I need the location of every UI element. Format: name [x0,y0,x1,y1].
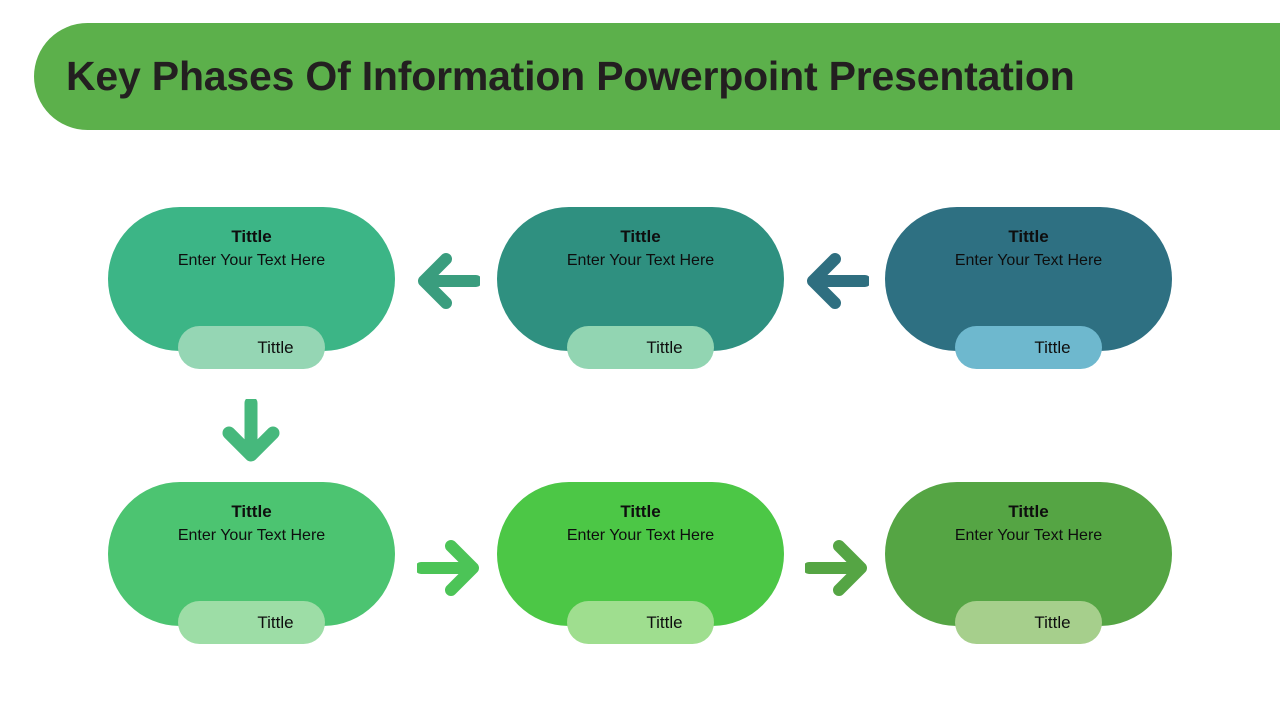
phase-card-description: Enter Your Text Here [566,252,715,269]
arrow-left-icon [803,252,869,310]
phase-card-badge-label: Tittle [257,612,294,632]
phase-card-description: Enter Your Text Here [177,527,326,544]
phase-card-badge-label: Tittle [646,612,683,632]
page-title: Key Phases Of Information Powerpoint Pre… [66,53,1075,99]
phase-card-badge-label: Tittle [646,337,683,357]
phase-card-badge[interactable]: Tittle [955,326,1102,369]
phase-card-badge-label: Tittle [1034,612,1071,632]
phase-card-title: Tittle [620,502,661,521]
slide-title-bar: Key Phases Of Information Powerpoint Pre… [34,23,1280,130]
arrow-left-icon [414,252,480,310]
phase-card-title: Tittle [1008,502,1049,521]
phase-card-badge[interactable]: Tittle [178,601,325,644]
phase-card-badge[interactable]: Tittle [567,601,714,644]
phase-card-badge[interactable]: Tittle [178,326,325,369]
phase-card-title: Tittle [231,227,272,246]
phase-card-badge-label: Tittle [1034,337,1071,357]
phase-card-description: Enter Your Text Here [566,527,715,544]
phase-card-badge-label: Tittle [257,337,294,357]
phase-card-description: Enter Your Text Here [177,252,326,269]
arrow-down-icon [222,399,280,465]
phase-card-title: Tittle [620,227,661,246]
phase-card-description: Enter Your Text Here [954,527,1103,544]
phase-card-description: Enter Your Text Here [954,252,1103,269]
phase-card-badge[interactable]: Tittle [955,601,1102,644]
arrow-right-icon [417,540,479,596]
arrow-right-icon [805,540,867,596]
phase-card-badge[interactable]: Tittle [567,326,714,369]
phase-card-title: Tittle [231,502,272,521]
phase-card-title: Tittle [1008,227,1049,246]
